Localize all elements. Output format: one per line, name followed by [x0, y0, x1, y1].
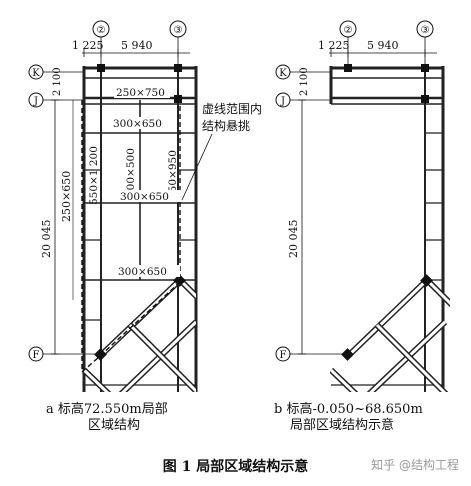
grid-bubble-j-a: J: [28, 92, 44, 108]
grid-bubble-2-b: ②: [339, 20, 357, 38]
dim-height: 20 045: [287, 220, 300, 259]
caption-a-line-2: 区域结构: [88, 418, 141, 433]
watermark: 知乎 @结构工程: [371, 458, 459, 472]
grid-bubble-3-b: ③: [416, 20, 434, 38]
dim-kj: 2 100: [52, 67, 63, 96]
beam-labels-a: 250×750 300×650 300×500 450×950 550×1 20…: [88, 86, 182, 278]
grid-label: ③: [174, 25, 183, 36]
frame-a: [81, 64, 198, 392]
dim-kj: 2 100: [299, 67, 310, 96]
grid-bubble-2-a: ②: [92, 20, 110, 38]
beam-label: 300×650: [113, 118, 162, 130]
caption-b: b 标高-0.050~68.650m 局部区域结构示意: [274, 402, 423, 434]
beam-label: 550×1 200: [88, 146, 100, 205]
grid-label: F: [33, 350, 40, 361]
grid-bubble-k-a: K: [28, 64, 44, 80]
grid-bubble-k-b: K: [275, 64, 291, 80]
grid-label: ③: [421, 25, 430, 36]
grid-label: K: [279, 68, 287, 79]
top-dimension-a: 1 225 5 940: [72, 39, 190, 57]
dim-top-left: 1 225: [72, 39, 104, 52]
frame-b: [329, 64, 450, 392]
grid-label: K: [32, 68, 40, 79]
grid-bubble-3-a: ③: [169, 20, 187, 38]
beam-label: 300×650: [118, 266, 167, 278]
beam-label: 450×950: [167, 150, 179, 199]
dim-height: 20 045: [40, 220, 53, 259]
panel-b: ② ③ 1 225 5 940 K J 2 100 F: [275, 20, 450, 392]
beam-label: 250×750: [116, 87, 165, 99]
grid-label: ②: [97, 25, 106, 36]
grid-bubble-f-a: F: [28, 346, 44, 362]
figure-title: 图 1 局部区域结构示意: [162, 459, 309, 475]
caption-a: a 标高72.550m局部 区域结构: [46, 402, 168, 434]
dim-top-span: 5 940: [121, 39, 153, 52]
grid-label: J: [33, 96, 38, 107]
note-line-2: 结构悬挑: [202, 118, 250, 133]
dim-top-span: 5 940: [367, 39, 399, 52]
dim-inner: 250×650: [60, 171, 73, 222]
dim-top-left: 1 225: [318, 39, 350, 52]
beam-label: 300×500: [125, 148, 137, 197]
cantilever-note: 虚线范围内 结构悬挑: [181, 102, 262, 201]
panel-a: ② ③ 1 225 5 940 K J 2 100: [28, 20, 262, 392]
grid-bubble-j-b: J: [275, 92, 291, 108]
note-line-1: 虚线范围内: [202, 102, 262, 116]
top-dimension-b: 1 225 5 940: [318, 39, 437, 57]
grid-label: F: [280, 350, 287, 361]
grid-bubble-f-b: F: [275, 346, 291, 362]
grid-label: ②: [344, 25, 353, 36]
caption-b-line-1: b 标高-0.050~68.650m: [274, 402, 423, 417]
beam-label: 300×650: [120, 191, 169, 203]
grid-label: J: [280, 96, 285, 107]
caption-a-line-1: a 标高72.550m局部: [46, 402, 168, 417]
caption-b-line-2: 局部区域结构示意: [290, 418, 395, 433]
